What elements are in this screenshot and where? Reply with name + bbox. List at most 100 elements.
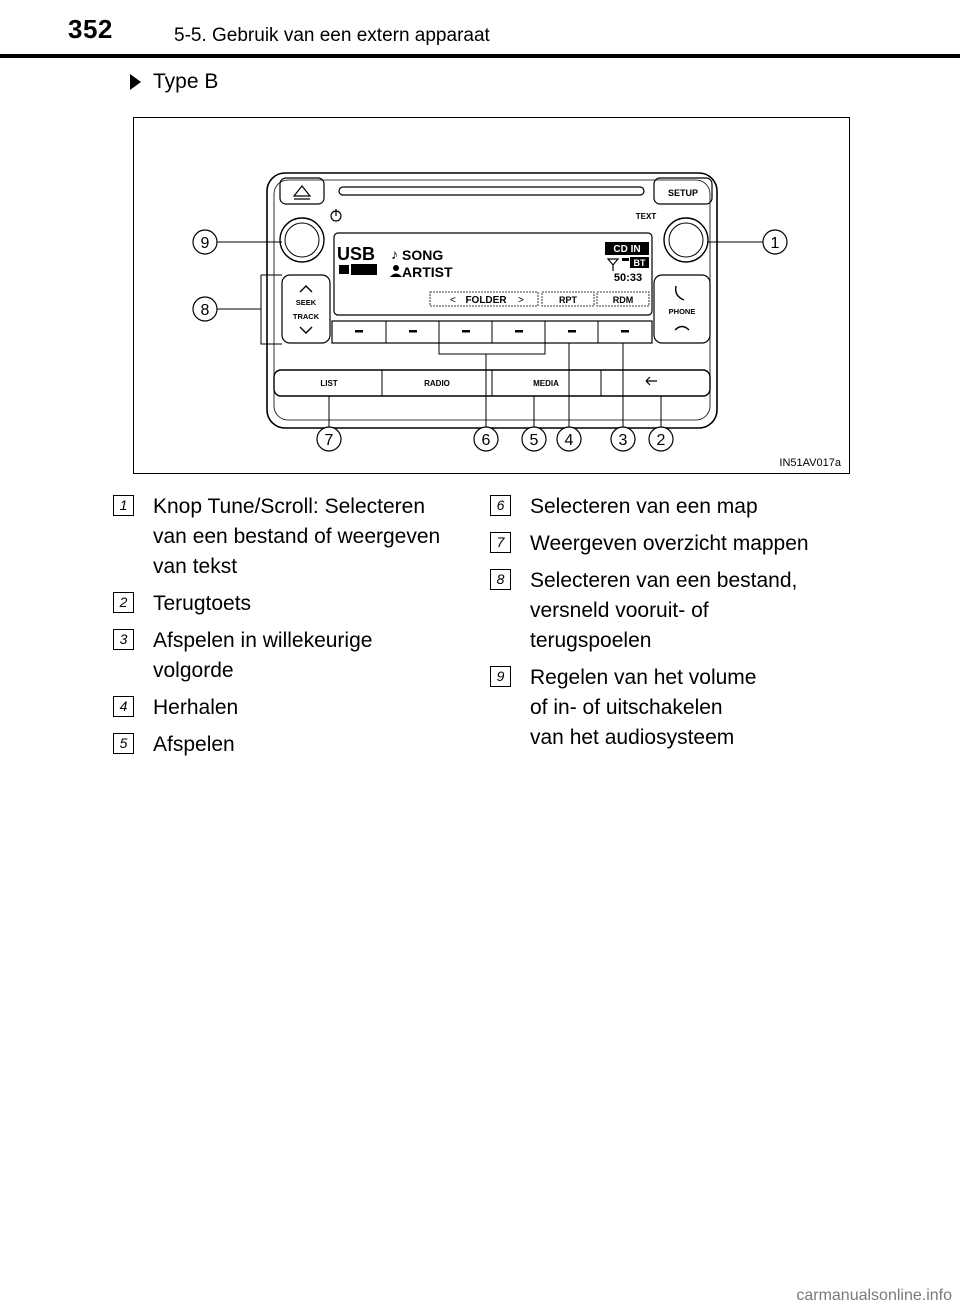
svg-text:9: 9 (201, 235, 210, 252)
legend-text: Weergeven overzicht mappen (530, 532, 809, 555)
legend-number: 8 (490, 569, 511, 590)
phone-button[interactable] (653, 274, 711, 344)
cd-in-badge (605, 242, 649, 255)
legend-text: Selecteren van een bestand, versneld voo… (530, 569, 798, 652)
soft-button-3[interactable] (462, 330, 470, 333)
soft-button-2[interactable] (409, 330, 417, 333)
track-label: TRACK (293, 312, 320, 321)
watermark: carmanualsonline.info (796, 1287, 952, 1304)
legend-item: 8 Selecteren van een bestand, versneld v… (490, 566, 850, 656)
subheading-text: Type B (153, 70, 219, 93)
legend-text: Selecteren van een map (530, 495, 758, 518)
cd-slot (338, 186, 645, 196)
legend-item: 4 Herhalen (113, 693, 483, 723)
legend-text: Regelen van het volume of in- of uitscha… (530, 666, 757, 749)
legend-item: 1 Knop Tune/Scroll: Selecteren van een b… (113, 492, 483, 582)
phone-label: PHONE (669, 307, 696, 316)
legend-number: 1 (113, 495, 134, 516)
soft-button-1[interactable] (355, 330, 363, 333)
tune-scroll-knob[interactable] (663, 217, 709, 263)
legend-number: 5 (113, 733, 134, 754)
section-subheading: Type B (130, 70, 218, 94)
svg-text:1: 1 (771, 235, 780, 252)
page-number: 352 (68, 14, 113, 44)
back-arrow-icon[interactable] (645, 376, 657, 386)
legend-right-column: 6 Selecteren van een map 7 Weergeven ove… (490, 492, 850, 760)
person-icon (393, 265, 399, 271)
legend-number: 4 (113, 696, 134, 717)
legend-item: 2 Terugtoets (113, 589, 483, 619)
rpt-label: RPT (559, 295, 578, 305)
callout-4: 4 (556, 426, 582, 452)
legend-item: 3 Afspelen in willekeurige volgorde (113, 626, 483, 686)
svg-text:8: 8 (201, 302, 210, 319)
svg-text:4: 4 (565, 432, 574, 449)
folder-prev-icon: < (450, 295, 456, 306)
callout-1: 1 (762, 229, 788, 255)
setup-label: SETUP (668, 188, 698, 198)
callout-7: 7 (316, 426, 342, 452)
display-source: USB (337, 244, 375, 264)
triangle-bullet-icon (130, 74, 141, 90)
legend-number: 6 (490, 495, 511, 516)
display-time: 50:33 (614, 272, 642, 284)
header-rule (0, 54, 960, 58)
svg-text:2: 2 (657, 432, 666, 449)
display-artist: ARTIST (402, 264, 453, 280)
soft-button-6[interactable] (621, 330, 629, 333)
note-icon: ♪ (391, 246, 398, 262)
chapter-title: 5-5. Gebruik van een extern apparaat (174, 25, 490, 46)
legend-number: 9 (490, 666, 511, 687)
seek-track-button[interactable] (281, 274, 331, 344)
legend-text: Afspelen in willekeurige volgorde (153, 629, 373, 682)
svg-text:7: 7 (325, 432, 334, 449)
eject-icon (292, 185, 312, 200)
callout-6: 6 (473, 426, 499, 452)
audio-unit-figure: SETUP TEXT USB ♪ SONG ARTIST CD IN BT 50… (133, 117, 850, 474)
svg-text:6: 6 (482, 432, 491, 449)
text-label: TEXT (636, 212, 657, 221)
volume-knob[interactable] (279, 217, 325, 263)
phone-hangup-icon (674, 325, 690, 331)
svg-text:5: 5 (530, 432, 539, 449)
bt-badge (630, 257, 649, 268)
legend-item: 6 Selecteren van een map (490, 492, 850, 522)
audio-unit-drawing: SETUP TEXT USB ♪ SONG ARTIST CD IN BT 50… (192, 172, 788, 452)
legend-text: Afspelen (153, 733, 235, 756)
radio-label[interactable]: RADIO (424, 379, 450, 388)
phone-pickup-icon (674, 285, 685, 301)
usb-device-icon (351, 264, 377, 275)
list-label[interactable]: LIST (320, 379, 337, 388)
display-screen (333, 232, 653, 316)
callout-2: 2 (648, 426, 674, 452)
legend-number: 7 (490, 532, 511, 553)
page-header: 352 5-5. Gebruik van een extern apparaat (0, 0, 960, 60)
cd-in-label: CD IN (613, 244, 640, 255)
callout-5: 5 (521, 426, 547, 452)
legend-number: 2 (113, 592, 134, 613)
soft-button-5[interactable] (568, 330, 576, 333)
callout-8: 8 (192, 296, 218, 322)
display-song: SONG (402, 247, 443, 263)
media-label[interactable]: MEDIA (533, 379, 559, 388)
eject-button[interactable] (279, 177, 325, 205)
seek-label: SEEK (296, 298, 317, 307)
legend-item: 5 Afspelen (113, 730, 483, 760)
legend-left-column: 1 Knop Tune/Scroll: Selecteren van een b… (113, 492, 483, 767)
bt-label: BT (634, 258, 646, 268)
chevron-up-icon (299, 285, 313, 293)
callout-9: 9 (192, 229, 218, 255)
setup-button[interactable] (653, 177, 713, 205)
legend-item: 9 Regelen van het volume of in- of uitsc… (490, 663, 850, 753)
chevron-down-icon (299, 326, 313, 334)
callout-3: 3 (610, 426, 636, 452)
soft-button-4[interactable] (515, 330, 523, 333)
legend-number: 3 (113, 629, 134, 650)
svg-text:3: 3 (619, 432, 628, 449)
legend-text: Knop Tune/Scroll: Selecteren van een bes… (153, 495, 441, 578)
legend-item: 7 Weergeven overzicht mappen (490, 529, 850, 559)
folder-next-icon: > (518, 295, 524, 306)
rdm-label: RDM (613, 295, 634, 305)
legend-text: Herhalen (153, 696, 239, 719)
signal-icon (606, 258, 620, 271)
